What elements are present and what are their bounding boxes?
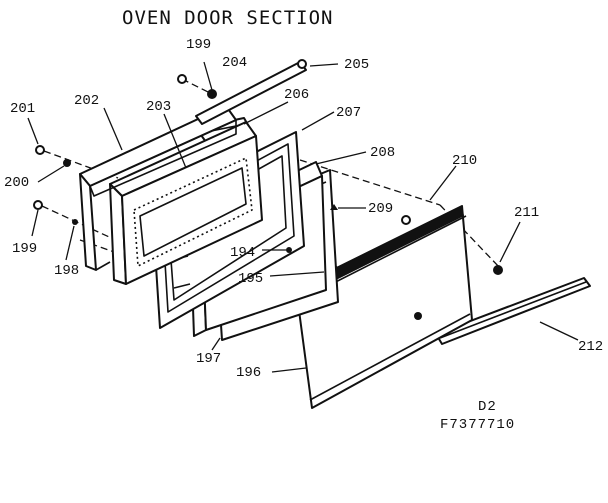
diagram-title: OVEN DOOR SECTION [122,7,333,29]
nut-204 [207,89,217,99]
screw-199-top [177,74,187,84]
callout-201: 201 [10,101,35,117]
callout-207: 207 [336,105,361,121]
fasteners [33,74,503,275]
part-209 [330,204,338,210]
part-number-code: F7377710 [440,417,515,433]
callout-202: 202 [74,93,99,109]
washer-198 [72,219,78,225]
callout-211: 211 [514,205,539,221]
callout-210: 210 [452,153,477,169]
top-rod-205 [195,59,307,125]
callout-199-left: 199 [12,241,37,257]
callout-204: 204 [222,55,247,71]
leader-lines [27,61,579,373]
callout-212: 212 [578,339,603,355]
callout-206: 206 [284,87,309,103]
washer-200 [63,159,71,167]
part-194 [286,247,292,253]
callout-203: 203 [146,99,171,115]
callout-200: 200 [4,175,29,191]
trim-strip-212 [435,277,591,345]
door-frame-202 [79,105,237,271]
callout-198: 198 [54,263,79,279]
callout-205: 205 [344,57,369,73]
screw-201 [35,145,45,155]
callout-208: 208 [370,145,395,161]
screw-199-left [33,200,43,210]
part-210 [401,215,411,225]
outer-door-panel-196 [295,205,473,409]
callout-209: 209 [368,201,393,217]
callout-labels: 199 204 205 201 202 203 206 207 208 200 … [4,37,603,381]
callout-194: 194 [230,245,255,261]
callout-197: 197 [196,351,221,367]
figure-code-d2: D2 [478,399,497,415]
screw-211 [493,265,503,275]
callout-195: 195 [238,271,263,287]
callout-199-top: 199 [186,37,211,53]
callout-196: 196 [236,365,261,381]
